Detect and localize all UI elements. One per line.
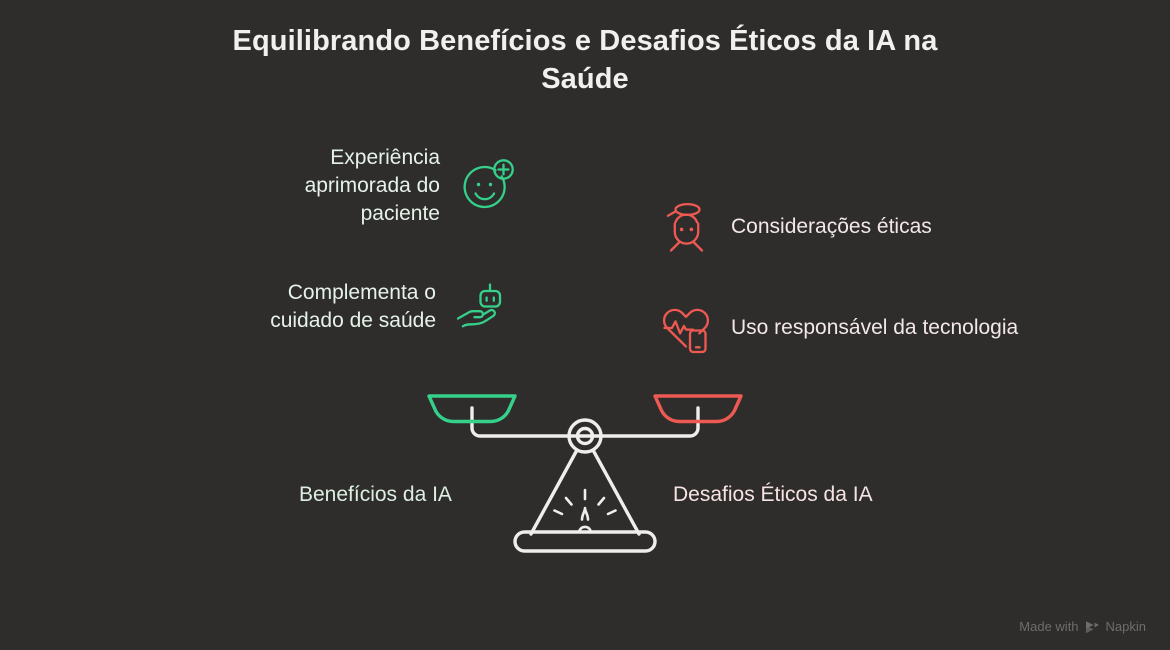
heart-pulse-phone-icon xyxy=(655,297,717,359)
smiley-plus-icon xyxy=(454,155,516,217)
balance-scale-illustration xyxy=(415,382,755,562)
page-title: Equilibrando Benefícios e Desafios Ético… xyxy=(232,25,938,96)
watermark-brand-text: Napkin xyxy=(1105,619,1146,634)
challenge-item-2-label: Uso responsável da tecnologia xyxy=(731,316,1019,340)
angel-halo-icon xyxy=(655,196,717,258)
scale-pan-left xyxy=(427,394,517,424)
benefits-caption: Benefícios da IA xyxy=(299,483,452,506)
scale-lamp-icon xyxy=(553,488,617,532)
challenges-caption: Desafios Éticos da IA xyxy=(673,483,873,506)
benefit-item-2-label: Complementa o cuidado de saúde xyxy=(270,281,436,332)
scale-pan-right xyxy=(653,394,743,424)
benefit-item-2: Complementa o cuidado de saúde xyxy=(268,276,512,338)
napkin-chevron-logo xyxy=(1085,619,1100,634)
scale-legs xyxy=(529,448,641,536)
watermark-made-with-text: Made with xyxy=(1019,619,1079,634)
napkin-watermark: Made with Napkin xyxy=(1019,619,1146,634)
hand-robot-icon xyxy=(450,276,512,338)
scale-fulcrum xyxy=(567,418,603,454)
scale-beam xyxy=(470,406,700,438)
benefit-item-1-label: Experiência aprimorada do paciente xyxy=(304,146,440,225)
challenge-item-1: Considerações éticas xyxy=(655,196,932,258)
challenge-item-2: Uso responsável da tecnologia xyxy=(655,297,1018,359)
challenge-item-1-label: Considerações éticas xyxy=(731,215,932,239)
benefit-item-1: Experiência aprimorada do paciente xyxy=(268,144,516,228)
scale-base xyxy=(513,530,657,553)
